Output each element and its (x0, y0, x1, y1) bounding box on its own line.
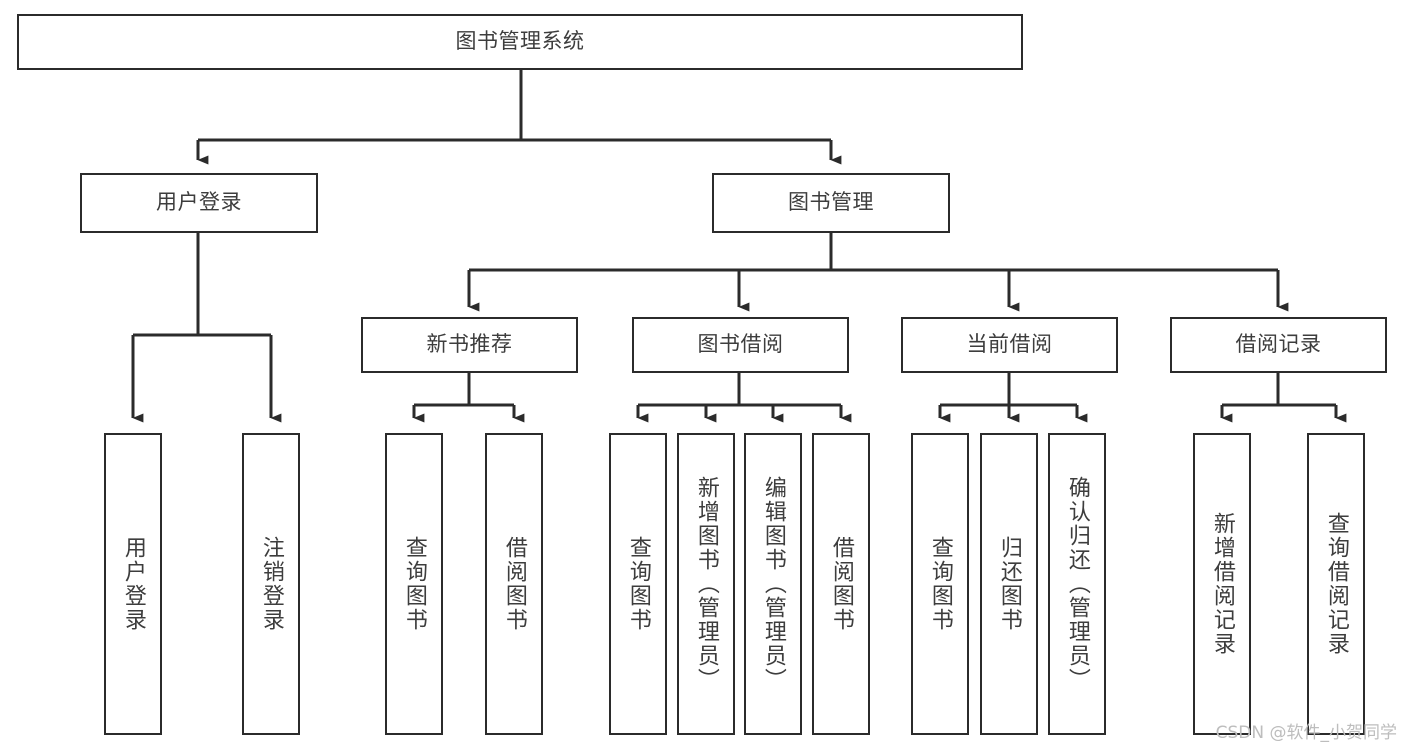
node-leaf-return-book[interactable]: 归还图书 (980, 433, 1038, 735)
node-leaf-add-record-label: 新增借阅记录 (1209, 512, 1235, 656)
node-new-book-recommend-label: 新书推荐 (426, 332, 513, 357)
node-leaf-query-record[interactable]: 查询借阅记录 (1307, 433, 1365, 735)
node-new-book-recommend[interactable]: 新书推荐 (361, 317, 578, 373)
node-leaf-add-record[interactable]: 新增借阅记录 (1193, 433, 1251, 735)
node-borrow-record-label: 借阅记录 (1235, 332, 1322, 357)
node-book-borrow[interactable]: 图书借阅 (632, 317, 849, 373)
node-user-login-label: 用户登录 (156, 190, 242, 215)
node-leaf-query-record-label: 查询借阅记录 (1323, 512, 1349, 656)
node-root-label: 图书管理系统 (455, 29, 585, 54)
node-leaf-add-book[interactable]: 新增图书（管理员） (677, 433, 735, 735)
node-leaf-user-logout[interactable]: 注销登录 (242, 433, 300, 735)
csdn-watermark: CSDN @软件_小贺同学 (1215, 723, 1397, 743)
node-leaf-confirm-return[interactable]: 确认归还（管理员） (1048, 433, 1106, 735)
node-leaf-borrow-book-2[interactable]: 借阅图书 (812, 433, 870, 735)
node-leaf-add-book-label: 新增图书（管理员） (693, 476, 719, 692)
node-leaf-query-book-3-label: 查询图书 (927, 536, 953, 632)
node-leaf-borrow-book-2-label: 借阅图书 (828, 536, 854, 632)
node-leaf-query-book-2[interactable]: 查询图书 (609, 433, 667, 735)
node-leaf-borrow-book-1[interactable]: 借阅图书 (485, 433, 543, 735)
node-current-borrow-label: 当前借阅 (966, 332, 1053, 357)
node-leaf-user-login[interactable]: 用户登录 (104, 433, 162, 735)
node-borrow-record[interactable]: 借阅记录 (1170, 317, 1387, 373)
node-leaf-query-book-1[interactable]: 查询图书 (385, 433, 443, 735)
node-leaf-query-book-2-label: 查询图书 (625, 536, 651, 632)
node-leaf-user-login-label: 用户登录 (120, 536, 146, 632)
node-leaf-query-book-1-label: 查询图书 (401, 536, 427, 632)
node-current-borrow[interactable]: 当前借阅 (901, 317, 1118, 373)
node-book-borrow-label: 图书借阅 (697, 332, 784, 357)
node-book-manage-label: 图书管理 (788, 190, 874, 215)
node-book-manage[interactable]: 图书管理 (712, 173, 950, 233)
node-leaf-confirm-return-label: 确认归还（管理员） (1064, 476, 1090, 692)
node-leaf-return-book-label: 归还图书 (996, 536, 1022, 632)
node-leaf-user-logout-label: 注销登录 (258, 536, 284, 632)
node-leaf-query-book-3[interactable]: 查询图书 (911, 433, 969, 735)
node-leaf-borrow-book-1-label: 借阅图书 (501, 536, 527, 632)
node-root[interactable]: 图书管理系统 (17, 14, 1023, 70)
node-user-login[interactable]: 用户登录 (80, 173, 318, 233)
node-leaf-edit-book-label: 编辑图书（管理员） (760, 476, 786, 692)
node-leaf-edit-book[interactable]: 编辑图书（管理员） (744, 433, 802, 735)
